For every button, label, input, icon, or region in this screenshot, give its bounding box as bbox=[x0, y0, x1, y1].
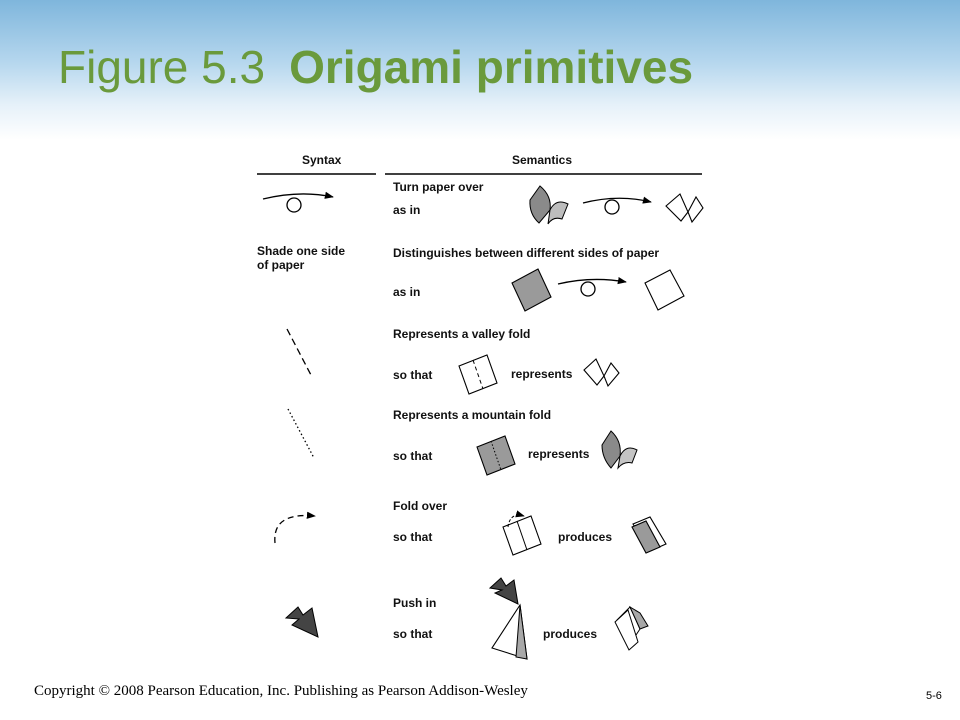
turn-over-example-arrow bbox=[582, 196, 652, 215]
shaded-square-icon bbox=[511, 268, 552, 312]
semantics-header: Semantics bbox=[512, 153, 572, 167]
slide-title: Figure 5.3 Origami primitives bbox=[58, 42, 693, 93]
valley-fold-text: Represents a valley fold bbox=[393, 327, 530, 341]
fold-over-square-icon bbox=[502, 510, 542, 556]
header-band bbox=[0, 0, 960, 140]
push-in-example-arrow bbox=[488, 577, 519, 605]
shade-asin: as in bbox=[393, 285, 420, 299]
open-book-icon bbox=[665, 193, 704, 224]
push-in-triangle-icon bbox=[491, 603, 528, 660]
push-in-text: Push in bbox=[393, 596, 436, 610]
mountain-fold-line bbox=[287, 408, 315, 459]
mountain-fold-text: Represents a mountain fold bbox=[393, 408, 551, 422]
turn-over-text: Turn paper over bbox=[393, 180, 484, 194]
valley-fold-sothat: so that bbox=[393, 368, 432, 382]
shade-example-arrow bbox=[557, 277, 627, 297]
page-number: 5-6 bbox=[926, 690, 942, 702]
mountain-fold-square-icon bbox=[476, 435, 516, 476]
valley-fold-result-icon bbox=[583, 358, 620, 388]
copyright-text: Copyright © 2008 Pearson Education, Inc.… bbox=[34, 683, 528, 699]
valley-fold-line bbox=[286, 328, 313, 378]
unshaded-square-icon bbox=[644, 269, 685, 311]
folded-book-shaded-icon bbox=[529, 185, 569, 225]
mountain-fold-represents: represents bbox=[528, 447, 590, 461]
push-in-arrow bbox=[284, 606, 319, 638]
shade-description: Distinguishes between different sides of… bbox=[393, 246, 659, 260]
shade-syntax-line2: of paper bbox=[257, 258, 305, 272]
push-in-sothat: so that bbox=[393, 627, 432, 641]
syntax-header: Syntax bbox=[302, 153, 342, 167]
fold-over-result-icon bbox=[631, 516, 667, 554]
push-in-produces: produces bbox=[543, 627, 597, 641]
valley-fold-square-icon bbox=[458, 354, 498, 395]
shade-syntax-line1: Shade one side bbox=[257, 244, 345, 258]
figure-name: Origami primitives bbox=[289, 41, 694, 93]
turn-over-symbol bbox=[262, 191, 334, 213]
fold-over-produces: produces bbox=[558, 530, 612, 544]
fold-over-text: Fold over bbox=[393, 499, 447, 513]
mountain-fold-result-icon bbox=[601, 430, 638, 470]
mountain-fold-sothat: so that bbox=[393, 449, 432, 463]
valley-fold-represents: represents bbox=[511, 367, 573, 381]
fold-over-sothat: so that bbox=[393, 530, 432, 544]
fold-over-arrow bbox=[274, 511, 316, 544]
turn-over-asin: as in bbox=[393, 203, 420, 217]
figure-label: Figure 5.3 bbox=[58, 41, 266, 93]
push-in-result-icon bbox=[614, 605, 649, 651]
